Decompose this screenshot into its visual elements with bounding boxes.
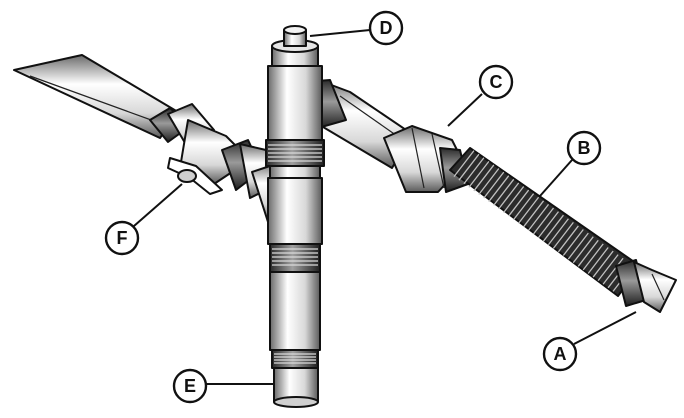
callout-a-label: A bbox=[554, 344, 567, 364]
hose-rib bbox=[557, 225, 579, 253]
hose-rib bbox=[503, 186, 525, 213]
hose-rib bbox=[468, 160, 490, 188]
tee-upper-threads bbox=[265, 139, 325, 167]
hose-rib bbox=[602, 257, 624, 285]
callout-d-label: D bbox=[380, 18, 393, 38]
hose-rib bbox=[597, 254, 619, 282]
hose-rib bbox=[518, 196, 540, 224]
hose-rib bbox=[513, 193, 535, 221]
callout-b-label: B bbox=[578, 138, 591, 158]
leader-f bbox=[133, 183, 183, 227]
hose-rib bbox=[547, 218, 569, 246]
hose-rib bbox=[532, 207, 555, 235]
hose-rib bbox=[463, 157, 485, 185]
hose-rib bbox=[493, 178, 515, 206]
hose-rib bbox=[552, 221, 574, 249]
callout-c-label: C bbox=[490, 72, 503, 92]
hose-rib bbox=[537, 211, 559, 238]
hose-rib bbox=[567, 232, 589, 260]
outlet-pipe bbox=[615, 259, 677, 313]
hose-rib bbox=[577, 239, 599, 267]
hose-rib bbox=[458, 153, 480, 181]
callout-f: F bbox=[104, 220, 140, 256]
hose-rib bbox=[473, 164, 495, 192]
valve-stem-nut bbox=[177, 169, 197, 183]
leader-b bbox=[539, 159, 573, 197]
hose-rib bbox=[488, 175, 510, 203]
leader-c bbox=[447, 93, 483, 127]
tee-fitting bbox=[265, 25, 325, 408]
hose-rib bbox=[453, 150, 475, 177]
callout-d: D bbox=[368, 10, 404, 46]
leader-a bbox=[573, 311, 637, 345]
hose-rib bbox=[508, 189, 530, 217]
compression-fitting-nut bbox=[383, 125, 469, 193]
hose-rib bbox=[587, 247, 609, 274]
callout-a: A bbox=[542, 336, 578, 372]
hose-rib bbox=[562, 229, 584, 256]
hose-rib bbox=[582, 243, 604, 271]
hose-rib bbox=[592, 250, 614, 278]
flexible-hose bbox=[449, 147, 641, 297]
leader-lines bbox=[133, 29, 637, 385]
callout-e-label: E bbox=[184, 376, 196, 396]
hose-rib bbox=[523, 200, 545, 228]
leader-d bbox=[309, 29, 371, 37]
drain-end bbox=[271, 349, 319, 408]
hose-rib bbox=[572, 236, 594, 264]
callout-c: C bbox=[478, 64, 514, 100]
hose-rib bbox=[478, 168, 500, 195]
tee-lower-threads bbox=[269, 243, 321, 273]
callout-e: E bbox=[172, 368, 208, 404]
callout-f-label: F bbox=[117, 228, 128, 248]
hose-rib bbox=[542, 214, 564, 242]
hose-rib bbox=[483, 171, 505, 199]
callout-b: B bbox=[566, 130, 602, 166]
hose-rib bbox=[498, 182, 520, 210]
hose-rib bbox=[528, 204, 550, 231]
